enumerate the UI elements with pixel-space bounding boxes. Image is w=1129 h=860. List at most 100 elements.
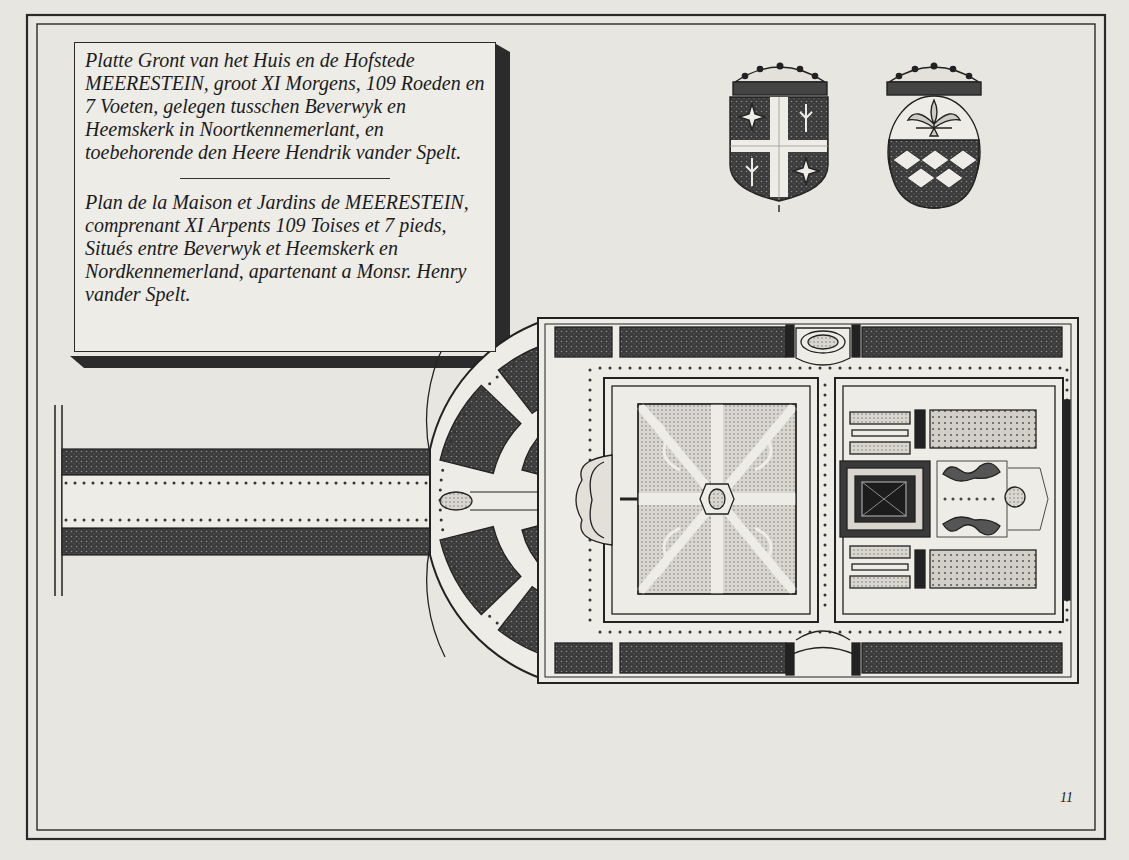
- garden-enclosure: [801, 331, 845, 353]
- avenue: [55, 405, 442, 596]
- parterre: [620, 498, 638, 501]
- garden-enclosure: [620, 643, 786, 673]
- coat-of-arms: [896, 73, 901, 78]
- forecourt: [427, 343, 445, 657]
- french-title: Plan de la Maison et Jardins de MEERESTE…: [85, 191, 485, 306]
- coat-of-arms: [893, 150, 977, 188]
- coat-of-arms: [812, 73, 817, 78]
- house-parterre: [835, 378, 1063, 622]
- house-parterre: [943, 463, 1000, 481]
- garden-enclosure: [590, 368, 1067, 632]
- avenue: [62, 475, 442, 528]
- garden-enclosure: [590, 370, 1067, 630]
- house-parterre: [852, 430, 908, 436]
- avenue: [62, 528, 442, 555]
- garden-enclosure: [555, 643, 612, 673]
- avenue: [62, 449, 442, 475]
- coat-of-arms: [800, 104, 812, 132]
- coat-of-arms: [757, 66, 762, 71]
- coat-of-arms: [916, 127, 952, 128]
- parterre: [709, 489, 725, 509]
- coat-of-arms: [730, 97, 828, 200]
- garden-enclosure: [796, 328, 850, 365]
- dutch-title: Platte Gront van het Huis en de Hofstede…: [85, 49, 485, 164]
- house-parterre: [1005, 487, 1025, 507]
- house-parterre: [850, 576, 910, 588]
- house-parterre: [943, 517, 1000, 535]
- coat-of-arms: [730, 97, 828, 201]
- garden-enclosure: [824, 385, 827, 615]
- page-number: 11: [1060, 790, 1073, 806]
- garden-enclosure: [786, 325, 794, 357]
- garden-enclosure: [545, 324, 1071, 677]
- parterre: [612, 386, 810, 614]
- garden-enclosure: [790, 648, 856, 656]
- house-parterre: [930, 410, 1036, 448]
- garden-enclosure: [862, 643, 1062, 673]
- forecourt: [440, 527, 521, 615]
- house-parterre: [850, 546, 910, 558]
- coat-of-arms: [889, 140, 979, 208]
- house-parterre: [862, 482, 906, 516]
- page-frame: [37, 24, 1095, 830]
- coat-of-arms: [931, 63, 937, 69]
- coat-of-arms: [797, 66, 802, 71]
- house-parterre: [852, 564, 908, 570]
- coat-of-arms: [746, 158, 758, 186]
- parterre: [700, 484, 734, 514]
- forecourt: [440, 385, 521, 473]
- garden-enclosure: [852, 643, 860, 675]
- parterre: [640, 406, 794, 592]
- house-parterre: [840, 461, 930, 537]
- avenue: [55, 405, 62, 596]
- parterre: [604, 378, 818, 622]
- page-frame: [27, 15, 1105, 839]
- coat-of-arms: [888, 96, 980, 208]
- coat-of-arms: [778, 205, 779, 212]
- house-parterre: [835, 378, 1063, 622]
- coat-of-arms: [777, 63, 783, 69]
- page-frame: [27, 15, 1105, 839]
- house-parterre: [930, 550, 1036, 588]
- parterre: [655, 420, 780, 578]
- coat-of-arms: [908, 100, 960, 136]
- forecourt: [440, 492, 472, 510]
- avenue: [66, 483, 440, 520]
- garden-enclosure: [600, 368, 1062, 632]
- house-parterre: [843, 386, 1055, 614]
- garden-enclosure: [852, 325, 860, 357]
- house-parterre: [850, 442, 910, 454]
- garden-enclosure: [786, 643, 794, 675]
- garden-enclosure: [555, 327, 612, 357]
- garden-enclosure: [620, 327, 786, 357]
- coat-of-arms: [739, 104, 765, 130]
- house-parterre: [847, 468, 923, 530]
- coat-of-arms: [733, 82, 827, 95]
- parterre: [590, 462, 604, 538]
- garden-enclosure: [862, 327, 1062, 357]
- coat-of-arms: [793, 158, 819, 184]
- coat-of-arms: [912, 66, 917, 71]
- house-parterre: [850, 412, 910, 424]
- house-parterre: [915, 550, 925, 588]
- house-parterre: [1008, 468, 1048, 530]
- house-parterre: [945, 498, 1000, 501]
- divider-rule: [180, 178, 390, 179]
- coat-of-arms: [742, 73, 747, 78]
- parterre: [638, 404, 796, 594]
- house-parterre: [915, 410, 925, 448]
- title-cartouche: Platte Gront van het Huis en de Hofstede…: [74, 42, 496, 352]
- garden-enclosure: [538, 318, 1078, 683]
- garden-enclosure: [796, 631, 850, 640]
- garden-enclosure: [538, 318, 1078, 683]
- coat-of-arms: [887, 82, 981, 95]
- parterre: [638, 404, 796, 594]
- coat-of-arms: [730, 63, 981, 212]
- coat-of-arms: [950, 66, 955, 71]
- coat-of-arms: [966, 73, 971, 78]
- garden-enclosure: [808, 335, 838, 349]
- parterre: [638, 404, 796, 594]
- house-parterre: [862, 482, 906, 516]
- house-parterre: [855, 476, 915, 522]
- parterre: [576, 378, 818, 622]
